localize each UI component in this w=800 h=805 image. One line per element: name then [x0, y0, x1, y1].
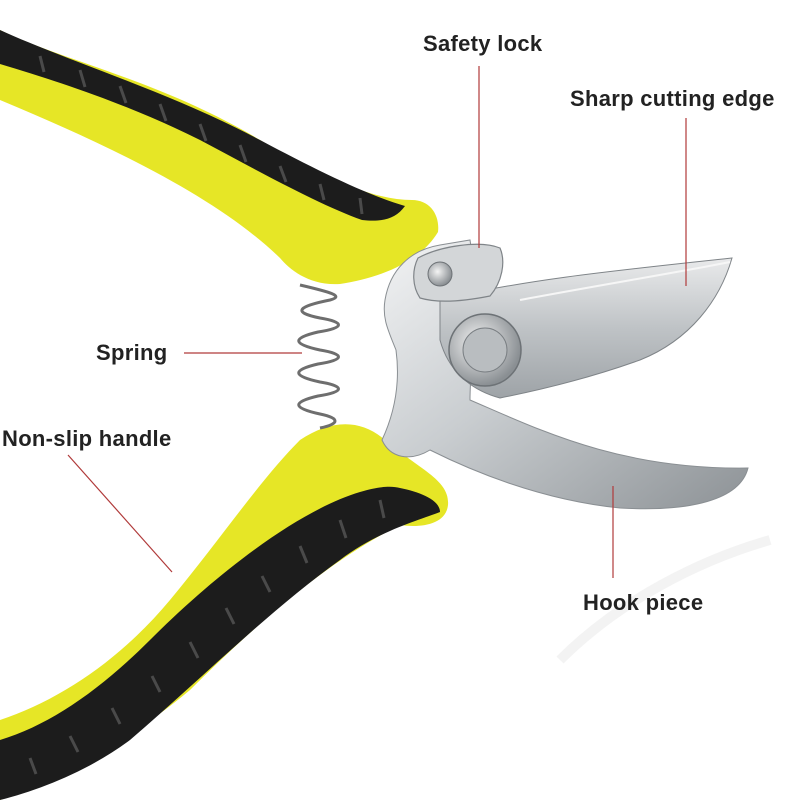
label-safety-lock: Safety lock — [423, 31, 543, 56]
pivot-bolt — [448, 313, 522, 387]
label-non-slip-handle: Non-slip handle — [2, 426, 172, 451]
lower-handle — [0, 424, 449, 800]
blade-reflection — [556, 535, 772, 664]
lower-grip-ridges — [28, 499, 386, 775]
label-spring: Spring — [96, 340, 168, 365]
upper-handle — [0, 30, 439, 285]
leader-handle — [67, 454, 173, 573]
callout-leaders — [67, 66, 687, 578]
upper-grip-ridges — [38, 55, 364, 215]
safety-lock-latch — [413, 243, 504, 302]
label-hook-piece: Hook piece — [583, 590, 704, 615]
label-cutting-edge: Sharp cutting edge — [570, 86, 775, 111]
spring-coil — [297, 283, 340, 430]
